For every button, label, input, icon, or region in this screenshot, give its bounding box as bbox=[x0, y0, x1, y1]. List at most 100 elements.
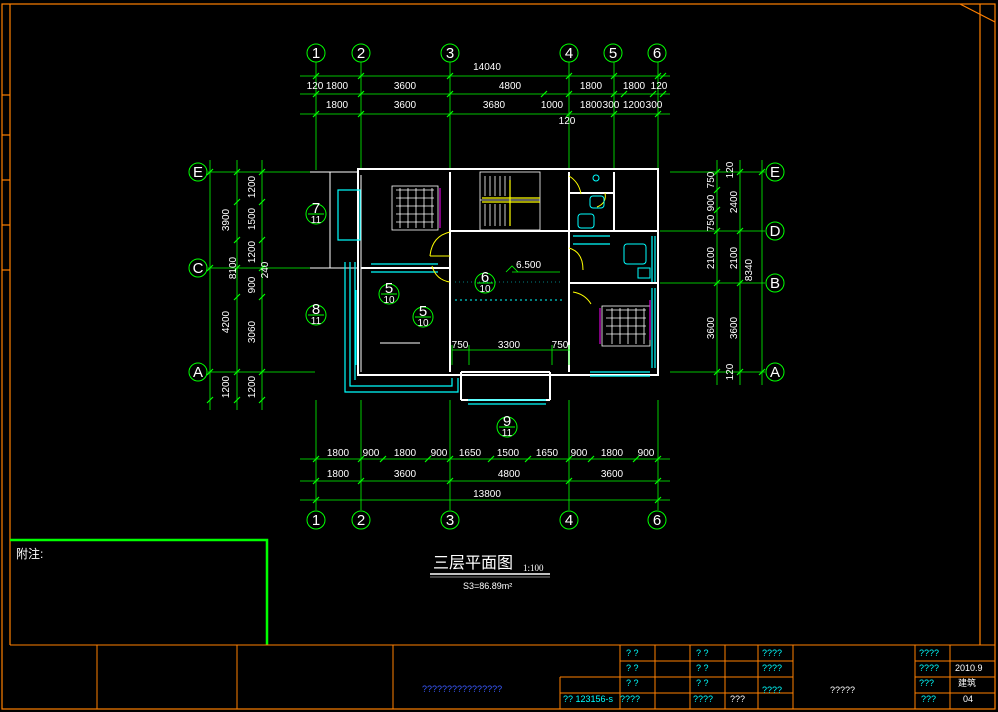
section-mark: 510 bbox=[412, 303, 434, 329]
bottom-row1-dim: 1800 bbox=[327, 448, 350, 459]
grid-bubble-right-label: B bbox=[770, 275, 780, 292]
section-mark-den: 11 bbox=[311, 316, 322, 327]
top-row1-dim: 120 bbox=[307, 81, 324, 92]
grid-bubble-right-label: E bbox=[770, 164, 780, 181]
section-mark-circle bbox=[412, 306, 434, 328]
grid-bubble-bottom-circle bbox=[647, 510, 667, 530]
bedroom-2-bed bbox=[601, 305, 651, 347]
left-outer-dim: 1200 bbox=[221, 375, 232, 398]
section-mark-circle bbox=[305, 304, 327, 326]
grid-bubble-bottom-label: 6 bbox=[653, 512, 661, 529]
grid-bubble-bottom-label: 1 bbox=[312, 512, 320, 529]
section-mark-num: 8 bbox=[312, 301, 320, 318]
grid-bubble-top-label: 6 bbox=[653, 45, 661, 62]
top-row1-dim: 3600 bbox=[394, 81, 417, 92]
inner-dimension-lines bbox=[451, 345, 570, 365]
section-mark-num: 7 bbox=[312, 200, 320, 217]
drawing-frame bbox=[1, 3, 996, 710]
walls bbox=[310, 168, 659, 401]
tb-q-3: ???? bbox=[762, 648, 782, 658]
grid-bubble-right-circle bbox=[765, 362, 785, 382]
bottom-row2-dim: 4800 bbox=[498, 469, 521, 480]
right-outer-dim: 2100 bbox=[729, 246, 740, 269]
bottom-row2-dim: 3600 bbox=[601, 469, 624, 480]
right-inner-dim: 120 bbox=[725, 161, 736, 178]
grid-bubble-bottom: 1 bbox=[306, 510, 326, 530]
tb-q-10: ? ? bbox=[696, 678, 709, 688]
top-row2-dim: 1800 bbox=[326, 100, 349, 111]
left-inner-dim: 240 bbox=[260, 261, 271, 278]
right-inner-dim: 750 bbox=[706, 171, 717, 188]
tb-q-17: ??? bbox=[921, 694, 936, 704]
grid-bubble-right-circle bbox=[765, 162, 785, 182]
tb-q-4: ???? bbox=[919, 648, 939, 658]
top-row2-dim: 300 bbox=[646, 100, 663, 111]
bottom-row1-dim: 900 bbox=[431, 448, 448, 459]
tb-q-5: ? ? bbox=[626, 663, 639, 673]
section-mark: 811 bbox=[305, 301, 327, 327]
dimension-ticks bbox=[206, 72, 766, 504]
bottom-row1-dim: 1650 bbox=[536, 448, 559, 459]
bottom-row2-dim: 3600 bbox=[394, 469, 417, 480]
stair-yellow bbox=[482, 180, 540, 226]
left-outer-dim: 3900 bbox=[221, 208, 232, 231]
grid-bubble-bottom-label: 2 bbox=[357, 512, 365, 529]
top-small-dim: 120 bbox=[559, 116, 576, 127]
top-row1-dim: 1800 bbox=[623, 81, 646, 92]
left-inner-dim: 1200 bbox=[247, 240, 258, 263]
section-mark-den: 10 bbox=[479, 284, 491, 295]
grid-bubble-left-label: E bbox=[193, 164, 203, 181]
grid-bubble-top: 6 bbox=[647, 43, 667, 63]
title-block-text: ? ? ? ? ???? ???? ? ? ? ? ???? ???? 2010… bbox=[422, 648, 983, 704]
elevation-mark: 6.500 bbox=[380, 260, 565, 344]
tb-q-1: ? ? bbox=[626, 648, 639, 658]
top-row2-dim: 1000 bbox=[541, 100, 564, 111]
notes-box: 附注: bbox=[10, 538, 269, 645]
section-mark-num: 5 bbox=[385, 280, 393, 297]
grid-bubble-bottom-circle bbox=[306, 510, 326, 530]
bathroom-fixtures bbox=[577, 174, 651, 279]
top-row2-dim: 1800 bbox=[580, 100, 603, 111]
right-outer-dim: 8340 bbox=[744, 258, 755, 281]
grid-bubble-bottom: 3 bbox=[440, 510, 460, 530]
bottom-row1-dim: 900 bbox=[363, 448, 380, 459]
grid-bubble-bottom-circle bbox=[559, 510, 579, 530]
section-mark-den: 10 bbox=[383, 295, 395, 306]
bottom-row2-dim: 1800 bbox=[327, 469, 350, 480]
grid-bubble-right: B bbox=[765, 273, 785, 293]
tb-q-7: ???? bbox=[762, 663, 782, 673]
drawing-title: 三层平面图 1:100 S3=86.89m² bbox=[430, 555, 550, 591]
grid-bubble-top: 1 bbox=[306, 43, 326, 63]
grid-bubble-top-circle bbox=[440, 43, 460, 63]
grid-bubble-top-circle bbox=[559, 43, 579, 63]
section-mark-num: 9 bbox=[503, 413, 511, 430]
bottom-overall-dim: 13800 bbox=[473, 489, 501, 500]
left-inner-dim: 1200 bbox=[247, 375, 258, 398]
bottom-row1-dim: 1800 bbox=[601, 448, 624, 459]
tb-q-2: ? ? bbox=[696, 648, 709, 658]
right-outer-dim: 2400 bbox=[729, 190, 740, 213]
left-inner-dim: 1500 bbox=[247, 207, 258, 230]
left-inner-dim: 3060 bbox=[247, 320, 258, 343]
right-inner-dim: 2100 bbox=[706, 246, 717, 269]
title-block bbox=[10, 644, 995, 709]
section-mark-den: 11 bbox=[311, 215, 322, 226]
section-mark-den: 10 bbox=[417, 318, 429, 329]
grid-bubble-bottom: 2 bbox=[351, 510, 371, 530]
grid-bubble-left-circle bbox=[188, 258, 208, 278]
grid-bubble-right: A bbox=[765, 362, 785, 382]
tb-q-9: ? ? bbox=[626, 678, 639, 688]
grid-bubble-top: 4 bbox=[559, 43, 579, 63]
grid-bubble-top-label: 2 bbox=[357, 45, 365, 62]
left-outer-dim: 4200 bbox=[221, 310, 232, 333]
grid-bubble-bottom: 6 bbox=[647, 510, 667, 530]
grid-bubble-top-label: 3 bbox=[446, 45, 454, 62]
tb-q-12: ??? bbox=[919, 678, 934, 688]
top-row1-dim: 120 bbox=[651, 81, 668, 92]
tb-drawing-no: ?? 123156-s bbox=[563, 694, 614, 704]
right-inner-dim: 120 bbox=[725, 363, 736, 380]
grid-bubble-right-label: A bbox=[770, 364, 780, 381]
